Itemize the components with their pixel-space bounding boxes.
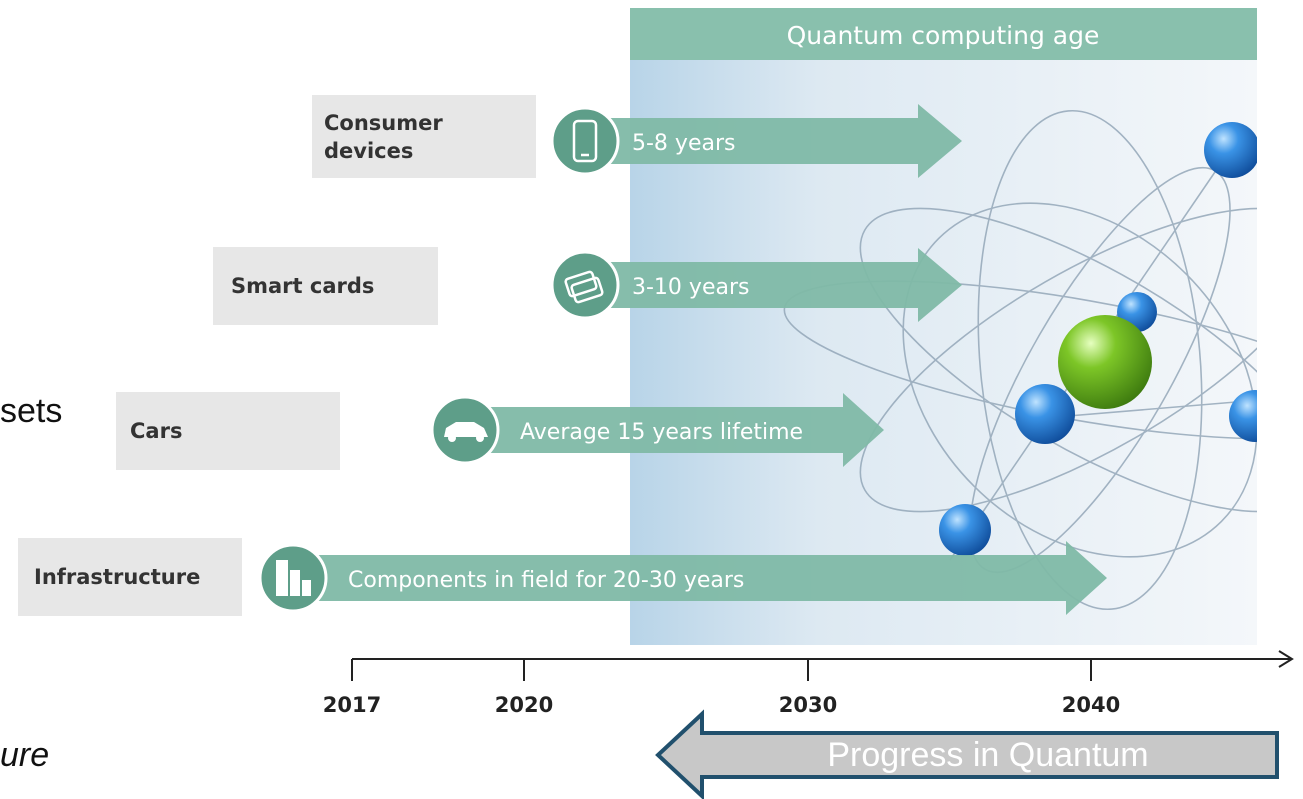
smart-cards-arrow — [595, 248, 962, 322]
consumer-devices-arrow — [595, 104, 962, 178]
header-band — [630, 8, 1257, 60]
atom-electron — [1204, 122, 1260, 178]
tick-label-2030: 2030 — [779, 693, 837, 717]
cars-arrow — [478, 393, 884, 467]
infrastructure-arrow — [304, 541, 1107, 615]
tick-label-2040: 2040 — [1062, 693, 1120, 717]
smart-cards-arrow-label: 3-10 years — [632, 275, 749, 300]
cut-off-text-fragment: ure — [0, 736, 50, 774]
consumer-devices-arrow-label: 5-8 years — [632, 131, 735, 156]
progress-label: Progress in Quantum — [827, 736, 1149, 774]
category-smart-cards: Smart cards — [213, 247, 438, 325]
header-label: Quantum computing age — [787, 21, 1100, 50]
category-label-line: Consumer — [324, 110, 443, 135]
car-icon — [444, 422, 488, 442]
atom-electron — [939, 504, 991, 556]
category-label: Infrastructure — [34, 565, 201, 589]
buildings-icon — [276, 560, 311, 596]
cut-off-text-fragment: sets — [0, 392, 63, 430]
tick-label-2017: 2017 — [323, 693, 381, 717]
smartphone-icon — [572, 119, 598, 163]
category-consumer-devices: Consumer devices — [312, 95, 536, 178]
atom-nucleus — [1058, 315, 1152, 409]
cars-arrow-label: Average 15 years lifetime — [520, 420, 803, 445]
infrastructure-arrow-label: Components in field for 20-30 years — [348, 568, 744, 593]
atom-electron — [1015, 384, 1075, 444]
progress-arrow — [655, 709, 1279, 799]
category-label: Smart cards — [231, 274, 375, 298]
category-label: Cars — [130, 419, 183, 443]
category-infrastructure: Infrastructure — [18, 538, 242, 616]
smart-cards-icon-circle — [550, 250, 620, 320]
category-label-line: devices — [324, 138, 414, 163]
tick-label-2020: 2020 — [495, 693, 553, 717]
category-cars: Cars — [116, 392, 340, 470]
timeline-axis — [351, 650, 1294, 681]
consumer-devices-icon-circle — [550, 106, 620, 176]
cards-icon — [564, 270, 604, 304]
